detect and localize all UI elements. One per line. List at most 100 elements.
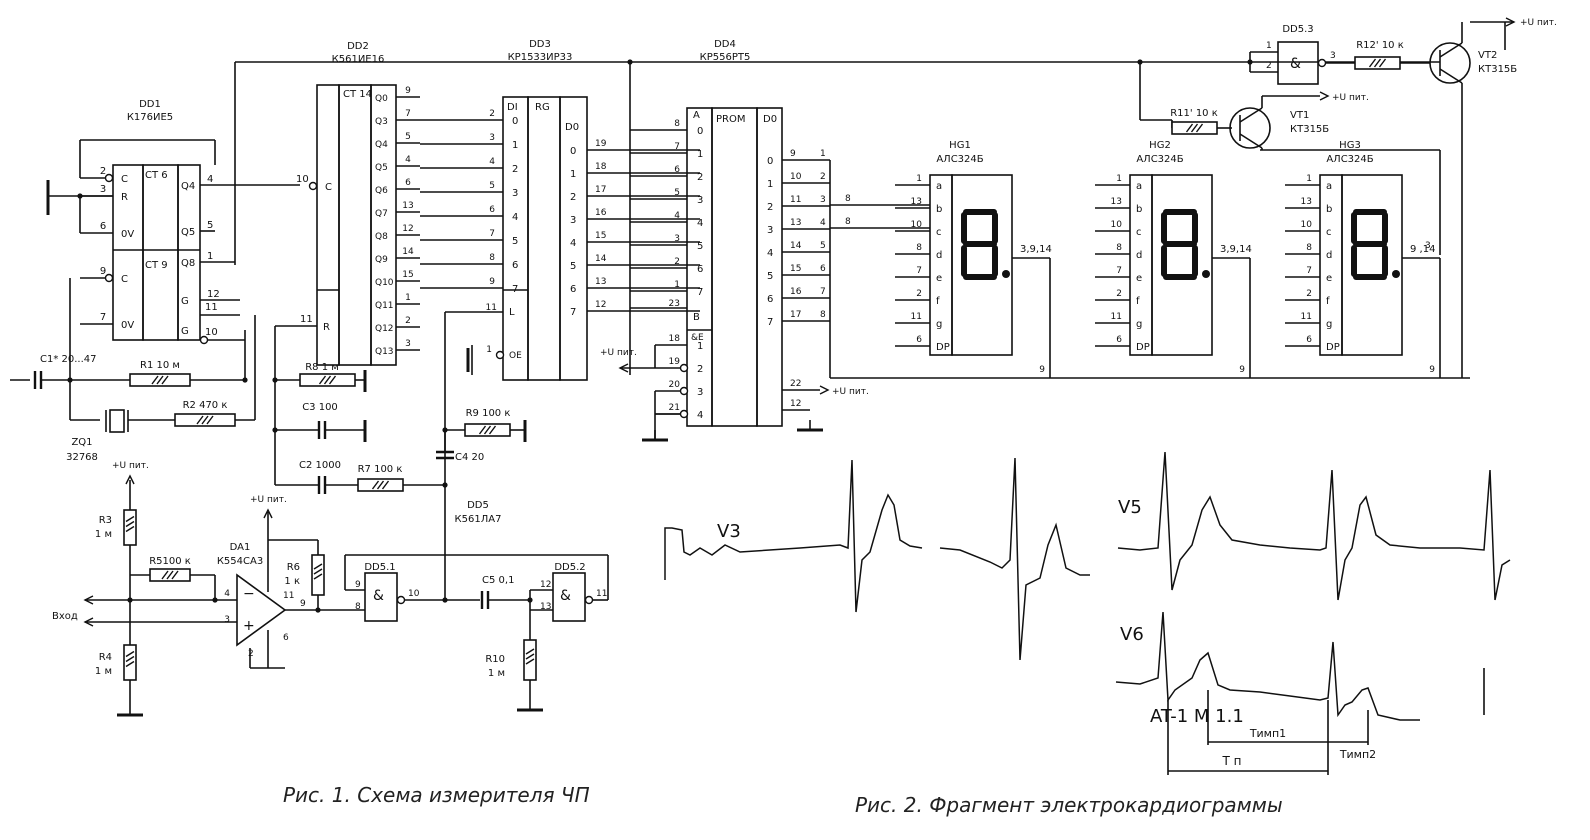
display-common-pins: 3,9,14 xyxy=(1020,244,1052,255)
resistor-hatch xyxy=(328,375,337,385)
junction xyxy=(77,193,83,199)
ecg-lead-v6: V6 xyxy=(1120,624,1144,645)
pin-num: 9 xyxy=(355,580,361,590)
dd3-pin-num: 4 xyxy=(489,157,495,167)
r3-value: 1 м xyxy=(95,529,112,540)
display-pin-num: 11 xyxy=(911,312,922,322)
dd1-pin-num-left: 7 xyxy=(100,312,106,323)
dd4-input-label: 0 xyxy=(697,126,703,137)
resistor-hatch xyxy=(206,415,214,425)
resistor-hatch xyxy=(323,375,332,385)
junction xyxy=(67,377,73,383)
dd4-pin-num: 17 xyxy=(790,310,801,320)
dd4-a-label: A xyxy=(693,110,700,121)
minus-sign: − xyxy=(243,586,255,602)
dd4-pin-num: 3 xyxy=(674,234,680,244)
display-segment-label: b xyxy=(1326,204,1332,215)
dd4-input-label: 1 xyxy=(697,149,703,160)
display-segment-label: DP xyxy=(936,342,950,353)
dd3-d0: D0 xyxy=(565,122,579,133)
junction xyxy=(442,482,448,488)
dd1-pin-label-left: 0V xyxy=(121,320,134,331)
ecg-v5-trace xyxy=(1117,451,1511,601)
ecg-v3-trace xyxy=(939,457,1090,661)
dd4-pin-num: 14 xyxy=(790,241,802,251)
dd4-pin-num: 13 xyxy=(790,218,801,228)
figure-1-caption: Рис. 1. Схема измерителя ЧП xyxy=(283,783,590,807)
dd4-pin-num: 1 xyxy=(820,149,826,159)
display-pin-num: 13 xyxy=(1301,197,1312,207)
c5-label: C5 0,1 xyxy=(482,575,514,586)
dd4-output-label: 0 xyxy=(767,156,773,167)
resistor-hatch xyxy=(125,520,135,528)
junction xyxy=(442,427,448,433)
display-type: АЛС324Б xyxy=(1326,154,1373,165)
r6-resistor xyxy=(311,554,325,596)
display-type: АЛС324Б xyxy=(1136,154,1183,165)
display-segment-label: c xyxy=(1326,227,1332,238)
dd2-output-label: Q13 xyxy=(375,347,394,357)
display-ref: HG3 xyxy=(1339,140,1361,151)
dd3-input-label: 7 xyxy=(512,284,518,295)
dd3-input-label: 0 xyxy=(512,116,518,127)
dd3-input-label: 4 xyxy=(512,212,518,223)
display-pin-num: 9 xyxy=(1239,365,1245,375)
resistor-hatch xyxy=(125,650,135,658)
seven-segment-glyph xyxy=(1351,209,1388,280)
dd3-pin-num: 8 xyxy=(489,253,495,263)
r3-resistor xyxy=(123,509,137,546)
ecg-t-imp2: Тимп2 xyxy=(1339,748,1376,761)
dd4-enable-pin: 2 xyxy=(697,364,703,375)
zq1-label: ZQ1 xyxy=(71,437,92,448)
dd4-pin-num: 5 xyxy=(820,241,826,251)
inversion-bubble xyxy=(584,595,594,605)
c4-label: C4 20 xyxy=(455,452,484,463)
junction xyxy=(272,427,278,433)
dd3-pin-num: 12 xyxy=(595,300,606,310)
dd3-output-label: 7 xyxy=(570,307,576,318)
dd4-pin-num: 10 xyxy=(790,172,802,182)
r5-label: R5100 к xyxy=(149,556,191,567)
r4-value: 1 м xyxy=(95,666,112,677)
dd5-3-ref: DD5.3 xyxy=(1282,24,1313,35)
resistor-hatch xyxy=(125,515,135,523)
gate-symbol: & xyxy=(560,588,571,604)
display-segment-label: c xyxy=(936,227,942,238)
inversion-bubble xyxy=(679,363,689,373)
dd1-pin-num-left: 6 xyxy=(100,221,106,232)
vt2-transistor xyxy=(1429,42,1471,84)
pin-num: 8 xyxy=(845,217,851,227)
pin-num: 4 xyxy=(224,589,230,599)
pin-num: 8 xyxy=(355,602,361,612)
display-segment-label: a xyxy=(936,181,942,192)
dd5-ref: DD5 xyxy=(467,500,489,511)
display-pin-num: 6 xyxy=(1116,335,1122,345)
display-pin-num: 10 xyxy=(911,220,923,230)
dd2-r-label: R xyxy=(323,322,330,333)
pin-num: 3 xyxy=(1330,51,1336,61)
inversion-bubble xyxy=(495,350,505,360)
dd1-pin-num: 10 xyxy=(205,327,218,338)
dd4-pin-num: 23 xyxy=(669,299,680,309)
dd4-pin-num: 9 xyxy=(790,149,796,159)
seven-segment-glyph xyxy=(1161,209,1198,280)
dd4-right-col xyxy=(756,107,783,427)
display-common-pins: 3,9,14 xyxy=(1220,244,1252,255)
resistor-hatch xyxy=(196,415,204,425)
resistor-hatch xyxy=(313,573,323,580)
r8-label: R8 1 м xyxy=(305,362,339,373)
dd4-pin-num: 7 xyxy=(674,142,680,152)
display-segment-label: d xyxy=(1136,250,1142,261)
dd1-type: К176ИЕ5 xyxy=(127,112,173,123)
display-pin-num: 8 xyxy=(916,243,922,253)
dd4-pin-num: 18 xyxy=(669,334,681,344)
dd2-pin-num: 15 xyxy=(402,270,413,280)
dd2-c-label: C xyxy=(325,182,332,193)
dd1-ct-bot: СТ 9 xyxy=(145,260,168,271)
pin-num: 12 xyxy=(540,580,551,590)
c3-label: C3 100 xyxy=(302,402,338,413)
dd5-1-ref: DD5.1 xyxy=(364,562,395,573)
display-segment-label: f xyxy=(1136,296,1140,307)
dd5-1-gate xyxy=(364,572,398,622)
dd3-pin-num: 19 xyxy=(595,139,607,149)
